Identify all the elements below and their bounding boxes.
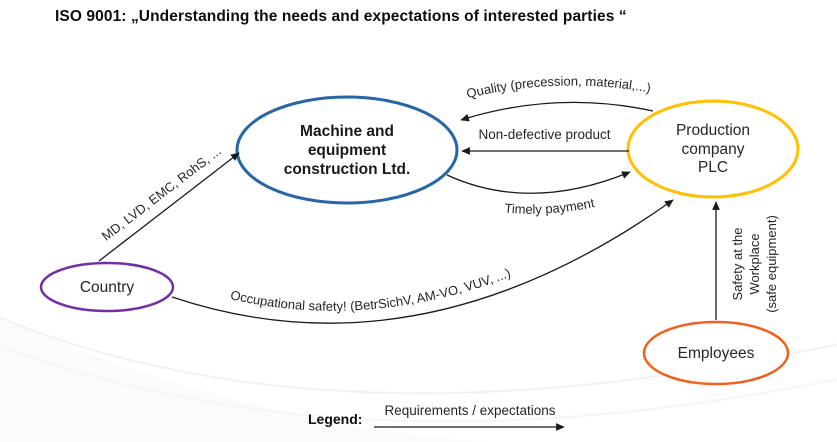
workplace-safety-label-line1: Safety at the [730, 227, 745, 301]
machine-node-label-line1: Machine and [300, 123, 394, 140]
country-node-ellipse [39, 261, 175, 313]
production-node-label-line3: PLC [697, 159, 729, 176]
production-node-label: Production company PLC [643, 122, 783, 178]
production-node-label-line1: Production [675, 122, 751, 139]
workplace-safety-label-line3: (safe equipment) [764, 215, 779, 313]
occupational-safety-arrow [171, 199, 674, 324]
machine-node-ellipse [235, 95, 459, 205]
workplace-safety-arrow-label: Safety at the Workplace (safe equipment) [729, 199, 781, 329]
workplace-safety-label-line2: Workplace [747, 233, 762, 295]
timely-payment-arrow-label: Timely payment [504, 195, 596, 217]
legend-arrow-label: Requirements / expectations [384, 403, 556, 418]
page-title: ISO 9001: „Understanding the needs and e… [55, 8, 627, 25]
quality-arrow-label: Quality (precession, material,...) [465, 74, 652, 102]
non-defective-product-arrow-label: Non-defective product [478, 127, 611, 142]
regulations-arrow [98, 152, 240, 262]
machine-node-label: Machine and equipment construction Ltd. [237, 122, 457, 179]
country-node-label: Country [79, 279, 135, 296]
quality-arrow [460, 101, 654, 122]
regulations-arrow-label: MD, LVD, EMC, RohS, ... [99, 143, 224, 243]
timely-payment-arrow [446, 171, 631, 194]
production-node-label-line2: company [681, 140, 745, 158]
legend-title: Legend: [308, 411, 363, 427]
production-node-ellipse [626, 99, 800, 199]
occupational-safety-arrow-label: Occupational safety! (BetrSichV, AM-VO, … [229, 265, 512, 314]
employees-node-ellipse [642, 320, 790, 386]
machine-node-label-line2: equipment [307, 142, 387, 159]
employees-node-label: Employees [677, 345, 755, 362]
machine-node-label-line3: construction Ltd. [283, 161, 411, 178]
